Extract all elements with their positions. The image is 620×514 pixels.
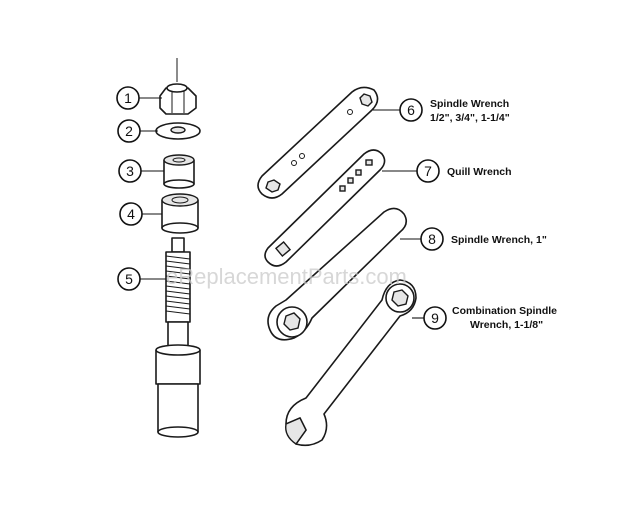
callout-7: 7: [416, 159, 440, 183]
svg-text:7: 7: [424, 163, 432, 179]
callout-2: 2: [117, 119, 141, 143]
svg-text:3: 3: [126, 163, 134, 179]
spindle-threads: [165, 255, 191, 315]
label-quill-wrench: Quill Wrench: [447, 166, 512, 178]
spindle-wrench-1-inch-part-8: [267, 207, 408, 341]
combination-spindle-wrench-part-9: [285, 279, 417, 447]
spindle-part-5: [155, 237, 201, 438]
callout-4: 4: [119, 202, 143, 226]
callout-5: 5: [117, 267, 141, 291]
label-spindle-wrench: Spindle Wrench: [430, 98, 509, 110]
callout-6: 6: [399, 98, 423, 122]
watermark-text: eReplacementParts.com: [166, 264, 407, 289]
svg-text:4: 4: [127, 206, 135, 222]
callout-3: 3: [118, 159, 142, 183]
quill-wrench-part-7: [264, 149, 386, 267]
label-spindle-wrench-sizes: 1/2", 3/4", 1-1/4": [430, 112, 510, 124]
washer-part-2: [155, 122, 201, 140]
svg-text:2: 2: [125, 123, 133, 139]
spindle-wrench-part-6: [257, 86, 379, 199]
collar-part-3: [163, 154, 195, 189]
hex-nut-part-1: [159, 83, 197, 115]
svg-text:8: 8: [428, 231, 436, 247]
label-combination-spindle-wrench-size: Wrench, 1-1/8": [470, 319, 543, 331]
callout-8: 8: [420, 227, 444, 251]
svg-text:1: 1: [124, 90, 132, 106]
label-spindle-wrench-1-inch: Spindle Wrench, 1": [451, 234, 547, 246]
label-combination-spindle-wrench: Combination Spindle: [452, 305, 557, 317]
svg-text:6: 6: [407, 102, 415, 118]
callout-1: 1: [116, 86, 140, 110]
callout-9: 9: [423, 306, 447, 330]
svg-text:9: 9: [431, 310, 439, 326]
svg-text:5: 5: [125, 271, 133, 287]
bushing-part-4: [161, 193, 199, 234]
